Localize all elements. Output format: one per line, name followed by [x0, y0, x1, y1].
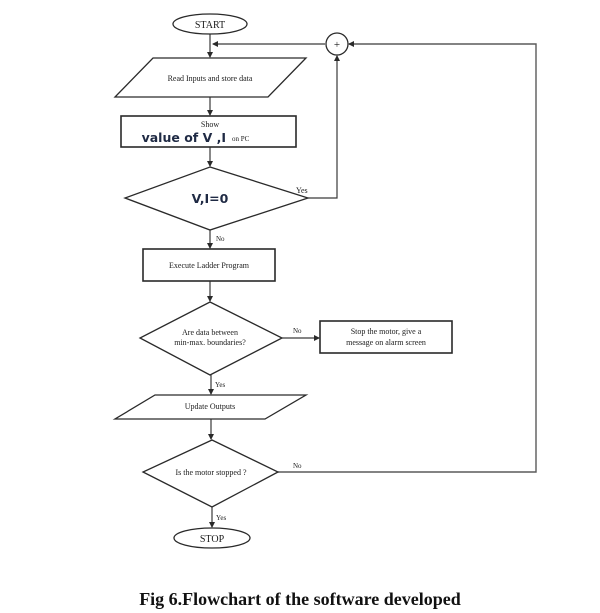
show-value-main: value of V ,I — [142, 130, 226, 145]
show-value-line1: Show — [201, 120, 219, 129]
show-value-box — [120, 115, 297, 148]
connectors — [207, 34, 537, 528]
stop-terminator — [173, 527, 251, 549]
junction-circle — [325, 32, 349, 56]
execute-ladder-node: Execute Ladder Program — [142, 248, 276, 282]
check-motor-label: Is the motor stopped ? — [175, 468, 247, 477]
stop-motor-node: Stop the motor, give a message on alarm … — [319, 320, 453, 354]
check-vi-yes-label: Yes — [296, 186, 308, 195]
check-motor-yes-label: Yes — [216, 514, 226, 522]
read-inputs-node: Read Inputs and store data — [113, 57, 308, 98]
stop-motor-box — [319, 320, 453, 354]
execute-ladder-label: Execute Ladder Program — [169, 261, 250, 270]
execute-ladder-box — [142, 248, 276, 282]
check-bounds-line1: Are data between — [182, 328, 238, 337]
check-vi-label: V,I=0 — [192, 191, 229, 206]
stop-node: STOP — [173, 527, 251, 549]
update-outputs-parallelogram — [112, 394, 309, 420]
stop-label: STOP — [200, 534, 225, 545]
check-bounds-node: Are data between min-max. boundaries? No… — [138, 301, 302, 389]
figure-caption: Fig 6.Flowchart of the software develope… — [139, 589, 461, 609]
read-inputs-parallelogram — [113, 57, 308, 98]
stop-motor-line1: Stop the motor, give a — [351, 327, 422, 336]
stop-motor-line2: message on alarm screen — [346, 338, 426, 347]
check-bounds-line2: min-max. boundaries? — [174, 338, 246, 347]
start-terminator — [172, 13, 248, 35]
summing-junction: + — [325, 32, 349, 56]
show-value-suffix: on PC — [232, 135, 250, 143]
check-motor-no-label: No — [293, 462, 302, 470]
show-value-node: Show value of V ,I on PC — [120, 115, 297, 148]
check-motor-diamond — [141, 439, 280, 508]
edge-motor-no-loop — [278, 41, 537, 473]
check-bounds-yes-label: Yes — [215, 381, 225, 389]
update-outputs-label: Update Outputs — [185, 402, 235, 411]
read-inputs-label: Read Inputs and store data — [168, 74, 253, 83]
check-motor-node: Is the motor stopped ? No Yes — [141, 439, 302, 522]
check-vi-no-label: No — [216, 235, 225, 243]
update-outputs-node: Update Outputs — [112, 394, 309, 420]
check-vi-diamond — [123, 166, 311, 231]
check-bounds-no-label: No — [293, 327, 302, 335]
start-node: START — [172, 13, 248, 35]
start-label: START — [195, 20, 225, 31]
check-vi-node: V,I=0 Yes No — [123, 166, 311, 243]
edge-check-vi-yes — [308, 55, 340, 199]
junction-symbol: + — [334, 39, 340, 51]
check-bounds-diamond — [138, 301, 284, 376]
